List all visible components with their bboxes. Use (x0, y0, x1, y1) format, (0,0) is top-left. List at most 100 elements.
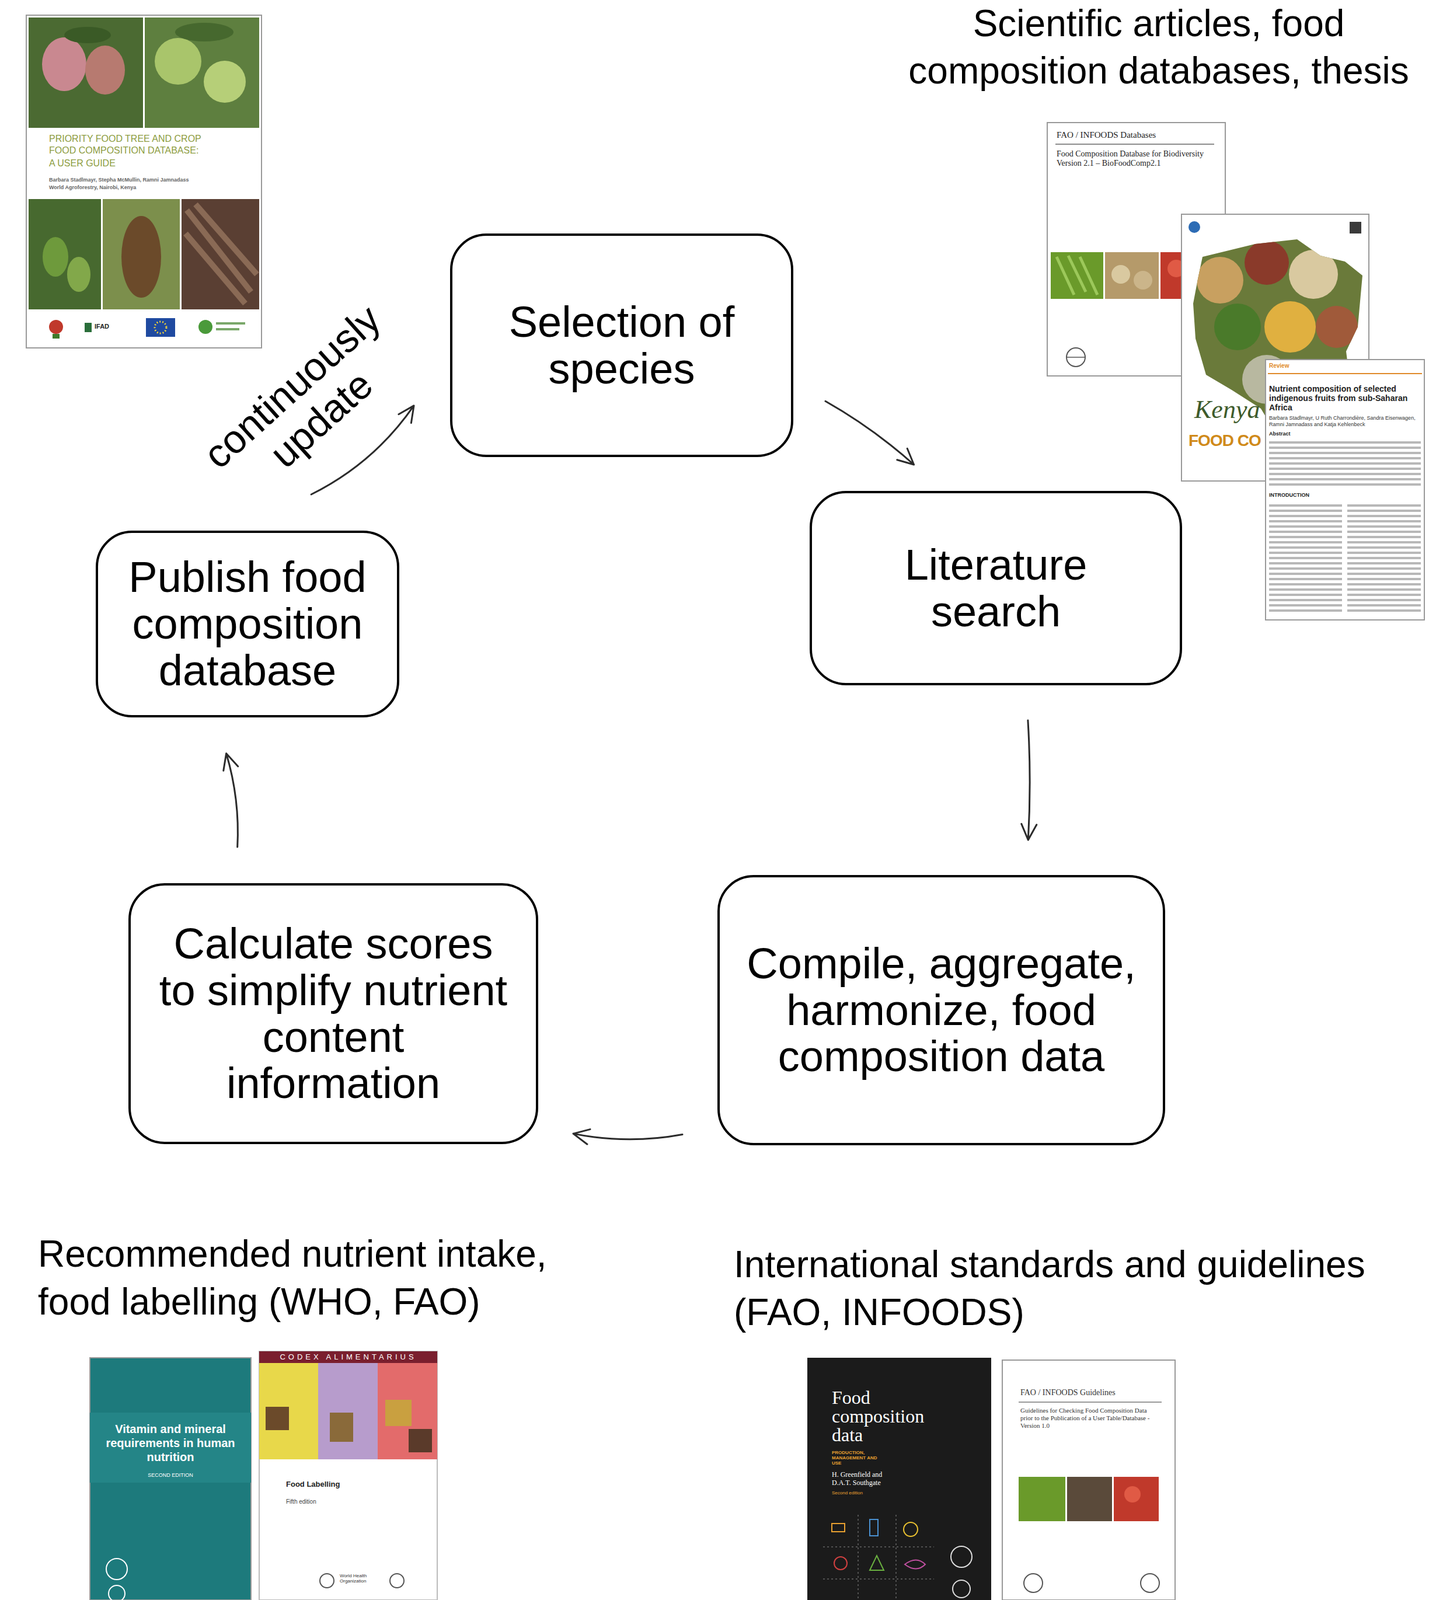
cover-text: H. Greenfield and D.A.T. Southgate (831, 1471, 897, 1488)
user-guide-cover (84, 322, 92, 333)
guidelines-cover (1113, 1476, 1159, 1522)
user-guide-cover (175, 22, 234, 42)
cover-text: PRIORITY FOOD TREE AND CROP FOOD COMPOSI… (49, 133, 230, 157)
user-guide-cover (26, 15, 262, 348)
food-composition-book (869, 1519, 878, 1536)
connector-arrow (223, 753, 239, 848)
user-guide-cover (144, 17, 260, 128)
box-text: Calculate scores to simplify nutrient co… (154, 920, 512, 1108)
food-composition-book (950, 1546, 972, 1568)
vitamin-report-cover (108, 1585, 125, 1600)
process-box: Calculate scores to simplify nutrient co… (128, 883, 539, 1145)
cover-text: Fifth edition (286, 1498, 403, 1506)
database-cover (1055, 143, 1215, 145)
codex-cover (265, 1406, 289, 1431)
user-guide-cover (181, 199, 260, 310)
codex-cover (259, 1351, 438, 1364)
process-box: Literature search (809, 490, 1183, 686)
cover-text: FAO / INFOODS Databases (1056, 129, 1215, 141)
box-text: Literature search (849, 541, 1142, 636)
codex-cover (329, 1412, 354, 1442)
cover-text: Vitamin and mineral requirements in huma… (95, 1421, 246, 1465)
database-cover (1066, 347, 1086, 367)
user-guide-cover (102, 199, 180, 310)
cover-text: Food composition data (831, 1388, 949, 1445)
database-cover (1066, 356, 1086, 358)
user-guide-cover (145, 318, 176, 337)
cover-text: Kenya (1194, 394, 1264, 426)
user-guide-cover (42, 37, 87, 92)
guidelines-cover (1002, 1360, 1176, 1600)
guidelines-cover (1018, 1476, 1066, 1522)
codex-cover (319, 1573, 334, 1588)
kenya-table-cover (1214, 303, 1261, 351)
food-composition-book (807, 1357, 992, 1600)
kenya-table-cover (1288, 249, 1338, 299)
article-page (1347, 502, 1421, 613)
kenya-table-cover (1349, 221, 1362, 234)
database-cover (1105, 252, 1159, 299)
user-guide-cover (154, 321, 167, 334)
cover-text: Abstract (1269, 430, 1328, 438)
cover-text: Nutrient composition of selected indigen… (1269, 384, 1422, 413)
database-cover (1111, 265, 1131, 284)
cover-text: Guidelines for Checking Food Composition… (1020, 1406, 1161, 1431)
user-guide-cover (42, 236, 69, 277)
food-composition-book (903, 1522, 918, 1537)
cover-text: World Health Organization (339, 1573, 387, 1585)
group-label: International standards and guidelines (… (733, 1241, 1417, 1337)
group-label: Recommended nutrient intake, food labell… (37, 1230, 599, 1327)
food-composition-book (834, 1556, 848, 1570)
user-guide-cover (154, 37, 202, 85)
cover-text: SECOND EDITION (95, 1472, 246, 1479)
box-text: Selection of species (469, 298, 774, 393)
cover-text: IFAD (94, 322, 124, 331)
guidelines-cover (1018, 1401, 1162, 1403)
codex-cover (377, 1363, 438, 1460)
user-guide-cover (121, 215, 162, 298)
cover-text: A USER GUIDE (49, 157, 225, 169)
codex-cover (259, 1351, 438, 1600)
article-page (1267, 373, 1422, 375)
cover-text: CODEX ALIMENTARIUS (259, 1352, 438, 1362)
codex-cover (259, 1363, 319, 1460)
user-guide-cover (26, 15, 262, 348)
database-cover (1056, 255, 1098, 295)
guidelines-cover (1002, 1360, 1176, 1600)
vitamin-report-cover (89, 1357, 252, 1600)
database-cover (1050, 252, 1104, 299)
edge-label: continuously update (181, 284, 431, 522)
user-guide-cover (215, 322, 246, 325)
vitamin-report-cover (89, 1357, 252, 1600)
user-guide-cover (85, 45, 125, 95)
process-box: Compile, aggregate, harmonize, food comp… (717, 875, 1166, 1146)
food-composition-book (904, 1560, 926, 1570)
article-page (1269, 439, 1421, 487)
article-page (1265, 359, 1425, 620)
user-guide-cover (64, 26, 111, 44)
user-guide-cover (28, 17, 144, 128)
cover-text: Review (1269, 362, 1328, 370)
cover-text: PRODUCTION, MANAGEMENT AND USE (831, 1450, 885, 1467)
process-box: Publish food composition database (95, 530, 400, 718)
cover-text: INTRODUCTION (1269, 492, 1357, 499)
cover-text: FOOD CO (1188, 430, 1265, 451)
codex-cover (318, 1363, 378, 1460)
cover-text: Barbara Stadlmayr, Stepha McMullin, Ramn… (49, 176, 248, 184)
codex-cover (385, 1399, 412, 1427)
cover-text: Food Composition Database for Biodiversi… (1056, 149, 1221, 169)
guidelines-cover (1124, 1486, 1141, 1503)
article-page (1265, 359, 1425, 620)
user-guide-cover (203, 60, 246, 103)
cover-text: Barbara Stadlmayr, U Ruth Charrondière, … (1269, 415, 1422, 428)
user-guide-cover (52, 333, 60, 339)
article-page (1269, 502, 1343, 613)
user-guide-cover (67, 256, 91, 292)
kenya-table-cover (1264, 301, 1316, 353)
guidelines-cover (1067, 1476, 1113, 1522)
process-box: Selection of species (450, 233, 794, 458)
cover-text: Second edition (831, 1490, 897, 1497)
cover-text: FAO / INFOODS Guidelines (1020, 1388, 1161, 1399)
group-label: Scientific articles, food composition da… (898, 0, 1419, 96)
